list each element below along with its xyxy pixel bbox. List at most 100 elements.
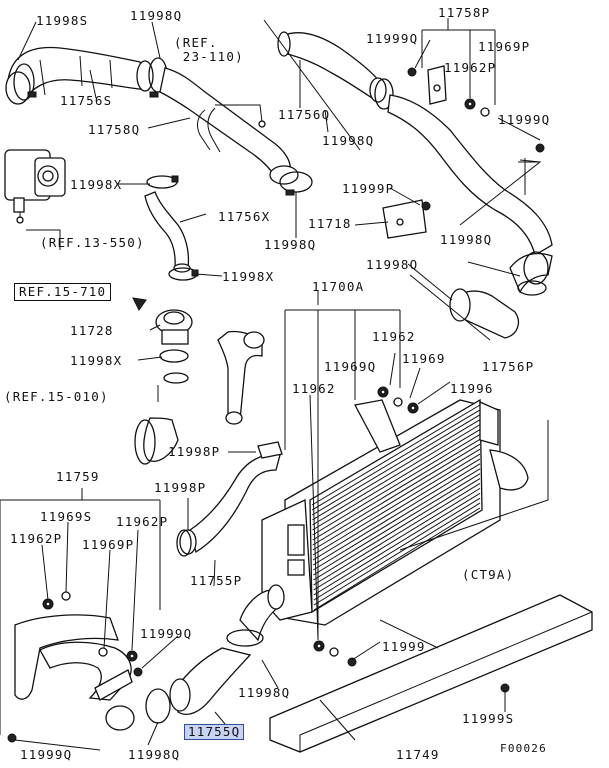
- hose-11755q: [169, 647, 252, 715]
- label-11998q-bl: 11998Q: [238, 685, 291, 700]
- nut-11962p: [126, 650, 138, 662]
- nut-11962p-l: [42, 598, 54, 610]
- intercooler-fin: [312, 429, 481, 531]
- label-11998x-c: 11998X: [70, 353, 123, 368]
- air-flow-sensor: [4, 149, 66, 224]
- clamp-11998q-bottom: [145, 688, 171, 724]
- label-11999q-bottom: 11999Q: [20, 747, 73, 762]
- label-11999q-r: 11999Q: [498, 112, 551, 127]
- intercooler-fin: [311, 414, 481, 516]
- intercooler-fin: [312, 443, 481, 546]
- hose-11756p: [449, 251, 553, 339]
- intercooler-fin: [312, 424, 481, 526]
- label-11998q-r: 11998Q: [440, 232, 493, 247]
- washer-11969: [329, 647, 339, 657]
- leader-lines: [0, 18, 549, 751]
- washer-11969p-top: [480, 107, 490, 117]
- intercooler-fin: [312, 468, 481, 571]
- left-elbow-pipe: [134, 385, 179, 465]
- nut-11962-b: [313, 640, 325, 652]
- intercooler-fin: [313, 492, 481, 596]
- bracket-11718: [382, 199, 427, 239]
- intercooler-fin: [313, 478, 481, 581]
- washer-11969s: [61, 591, 71, 601]
- clamp-11998p-b: [176, 529, 192, 557]
- clamp-ring-small: [163, 372, 189, 384]
- intake-pipe-center: [217, 330, 265, 425]
- hose-11756x: [144, 191, 191, 273]
- intercooler-fin: [312, 434, 481, 536]
- label-11999: 11999: [382, 639, 426, 654]
- label-11998x-b: 11998X: [222, 269, 275, 284]
- ref-13-550: (REF.13-550): [40, 235, 145, 250]
- label-11969p: 11969P: [82, 537, 135, 552]
- intercooler-fin: [312, 438, 481, 541]
- intercooler-fin: [312, 458, 481, 561]
- label-11999p: 11999P: [342, 181, 395, 196]
- label-11758p: 11758P: [438, 5, 491, 20]
- clamp-11998q-r2: [517, 280, 547, 296]
- intercooler-fin: [313, 502, 481, 606]
- intercooler-outlet: [239, 584, 285, 642]
- intercooler-fin: [311, 409, 481, 511]
- label-11962p-top: 11962P: [444, 60, 497, 75]
- bolt-11999q-top: [407, 67, 417, 77]
- clamp-11998q-b: [374, 78, 394, 110]
- intercooler-fin: [312, 419, 481, 521]
- bolt-11999q-r: [535, 143, 545, 153]
- intercooler-fin: [312, 448, 481, 551]
- label-11999s: 11999S: [462, 711, 515, 726]
- ref-23-110: (REF. 23-110): [174, 35, 244, 64]
- label-11962-b: 11962: [292, 381, 336, 396]
- label-11759: 11759: [56, 469, 100, 484]
- washer-11969q: [393, 397, 403, 407]
- label-11962p: 11962P: [116, 514, 169, 529]
- label-11998q-b: 11998Q: [322, 133, 375, 148]
- ref-15-710[interactable]: REF.15-710: [14, 283, 112, 301]
- bracket-11759: [14, 614, 135, 731]
- bolt-11999q-l: [133, 667, 143, 677]
- arrow-ref-15-710: [132, 297, 147, 311]
- washer-11969p: [98, 647, 108, 657]
- label-11996: 11996: [450, 381, 494, 396]
- label-11998x-a: 11998X: [70, 177, 123, 192]
- variant-label: (CT9A): [462, 567, 515, 582]
- intercooler-fin: [312, 453, 481, 556]
- label-11969p-top: 11969P: [478, 39, 531, 54]
- hose-11756s: [5, 46, 154, 105]
- hose-11756q: [277, 31, 387, 103]
- intercooler-fin: [313, 487, 481, 591]
- label-11998q-top: 11998Q: [130, 8, 183, 23]
- intercooler-11700a: [261, 398, 529, 626]
- label-11998s: 11998S: [36, 13, 89, 28]
- bracket-top-right: [427, 65, 447, 105]
- label-11999q-l: 11999Q: [140, 626, 193, 641]
- intercooler-fin: [311, 404, 481, 506]
- ref-15-010: (REF.15-010): [4, 389, 109, 404]
- intercooler-fin: [313, 497, 481, 601]
- bolt-11999: [347, 657, 357, 667]
- label-11756p: 11756P: [482, 359, 535, 374]
- label-11969: 11969: [402, 351, 446, 366]
- label-11962p-l: 11962P: [10, 531, 63, 546]
- label-11749: 11749: [396, 747, 440, 762]
- clamp-11998x-a: [146, 175, 179, 189]
- label-11756s: 11756S: [60, 93, 113, 108]
- valve-11728: [155, 309, 193, 345]
- nut-11962p-top: [464, 98, 476, 110]
- label-11755q-highlighted[interactable]: 11755Q: [184, 724, 245, 740]
- label-11998q-r2: 11998Q: [366, 257, 419, 272]
- label-11969q: 11969Q: [324, 359, 377, 374]
- nut-11996: [407, 402, 419, 414]
- label-11969s: 11969S: [40, 509, 93, 524]
- hose-11755p: [179, 453, 281, 555]
- intercooler-fin: [313, 507, 481, 611]
- label-11758q: 11758Q: [88, 122, 141, 137]
- label-11998p-a: 11998P: [168, 444, 221, 459]
- label-11962-a: 11962: [372, 329, 416, 344]
- bolt-11999p: [421, 201, 431, 211]
- pipe-11758p: [387, 94, 553, 257]
- label-11756x: 11756X: [218, 209, 271, 224]
